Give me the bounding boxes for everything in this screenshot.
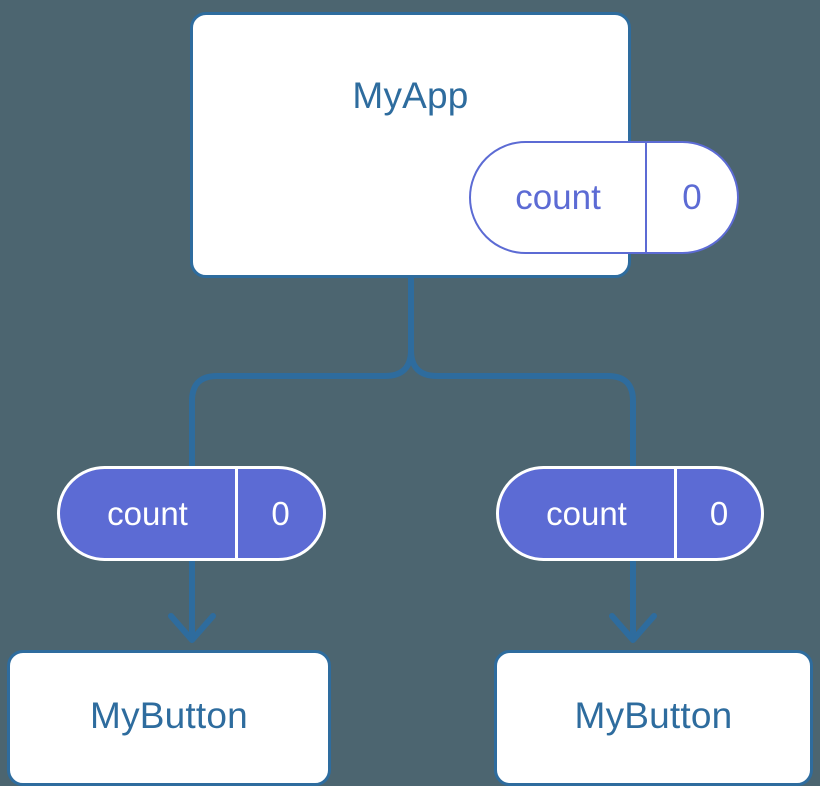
branch-right [408,349,636,466]
props-pill-left[interactable]: count 0 [57,466,326,561]
props-pill-right-value: 0 [674,469,761,558]
props-pill-left-key: count [107,494,188,532]
component-label-myapp: MyApp [352,75,469,116]
component-box-myapp[interactable]: MyApp count 0 [190,12,739,278]
state-pill-value: 0 [645,143,737,252]
branch-left [189,349,414,466]
component-label-mybutton-left: MyButton [90,695,248,736]
state-pill-key: count [515,177,601,217]
diagram-canvas: MyApp count 0 count 0 count 0 MyButton M… [7,12,813,786]
component-label-mybutton-right: MyButton [574,695,733,736]
props-pill-right-key: count [546,494,627,532]
props-pill-left-value: 0 [235,469,323,558]
component-box-mybutton-right[interactable]: MyButton [494,650,813,786]
arrow-left-head [168,613,216,643]
state-pill-count[interactable]: count 0 [469,141,739,254]
component-box-mybutton-left[interactable]: MyButton [7,650,331,786]
arrow-right-head [609,613,657,643]
props-pill-right[interactable]: count 0 [496,466,764,561]
